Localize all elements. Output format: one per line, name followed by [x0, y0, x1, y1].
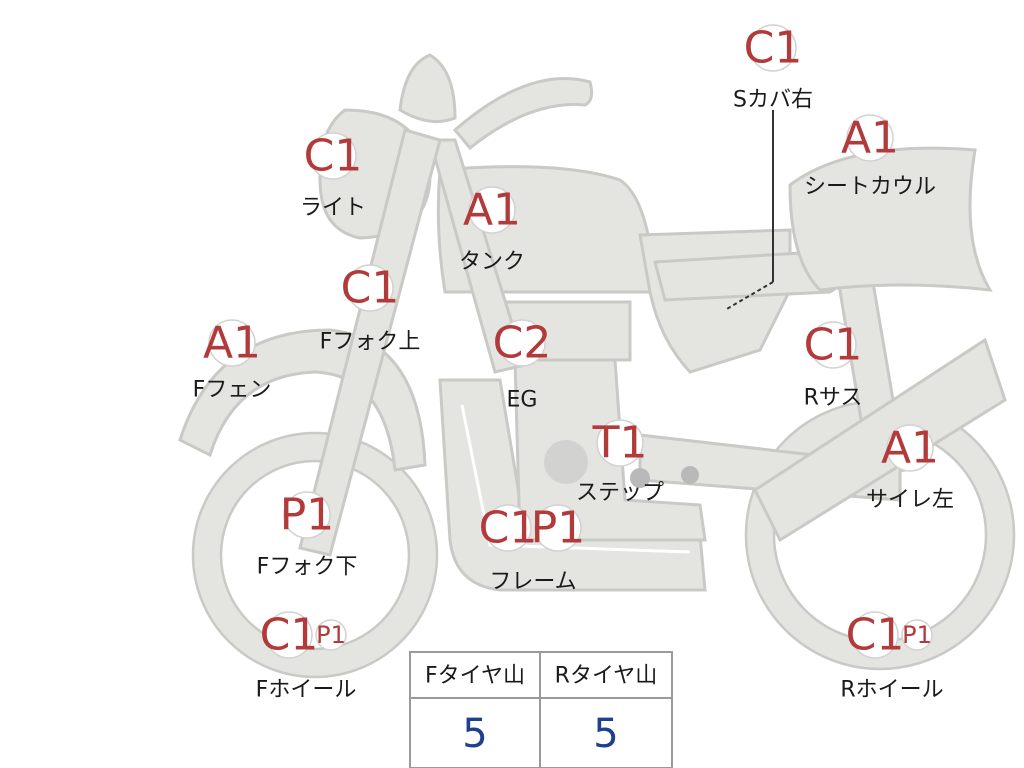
part-name: Fフォク上	[320, 330, 421, 355]
damage-code-badge	[484, 504, 532, 552]
front-tire-header: Fタイヤ山	[425, 664, 525, 689]
engine-cover-shape	[544, 440, 588, 484]
damage-code: P1	[316, 621, 346, 649]
damage-code: C1	[846, 610, 905, 661]
part-name: Fフォク下	[257, 555, 358, 580]
part-label-silencer-left: A1 サイレ左	[866, 423, 954, 513]
tire-tread-table: Fタイヤ山 Rタイヤ山 5 5	[409, 651, 673, 768]
damage-code: C1	[341, 263, 400, 314]
damage-code: A1	[841, 113, 899, 164]
part-name: Fホイール	[256, 678, 357, 703]
step-peg-shape-2	[681, 466, 699, 484]
damage-code-badge	[265, 611, 313, 659]
damage-code-badge	[534, 504, 582, 552]
damage-code: P1	[902, 621, 932, 649]
damage-code-badge	[283, 491, 331, 539]
damage-code-badge	[315, 619, 347, 651]
damage-code: C1	[260, 610, 319, 661]
leader-line-2	[724, 281, 774, 311]
damage-code-badge	[596, 419, 644, 467]
damage-code: C2	[493, 318, 552, 369]
mirror-shape	[398, 53, 457, 124]
damage-code: C1	[744, 23, 803, 74]
part-name: Rホイール	[840, 678, 943, 703]
handlebar-shape	[452, 77, 594, 151]
part-name: ライト	[300, 196, 366, 221]
front-tire-value: 5	[462, 711, 487, 757]
part-name: Rサス	[804, 386, 863, 411]
part-name: フレーム	[489, 570, 576, 595]
frame-loop-shape	[460, 404, 691, 554]
front-wheel-shape	[191, 431, 439, 679]
damage-code-badge	[851, 611, 899, 659]
damage-code-badge	[346, 264, 394, 312]
part-name: シートカウル	[804, 175, 936, 200]
front-fork-shape	[298, 128, 442, 557]
part-label-seat-cowl: A1 シートカウル	[804, 113, 936, 200]
step-peg-shape	[630, 468, 650, 488]
damage-code-badge	[809, 321, 857, 369]
damage-code-badge	[208, 319, 256, 367]
rear-tire-header: Rタイヤ山	[555, 664, 658, 689]
damage-code: A1	[881, 423, 939, 474]
silencer-shape	[753, 337, 1007, 543]
part-label-light: C1 ライト	[300, 131, 366, 221]
side-cover-shape	[638, 228, 792, 374]
damage-code: C1	[479, 503, 538, 554]
part-name: ステップ	[576, 481, 664, 506]
damage-code-badge	[309, 132, 357, 180]
part-label-tank: A1 タンク	[459, 185, 525, 275]
rear-tire-value: 5	[593, 711, 618, 757]
damage-code: P1	[280, 490, 335, 541]
damage-code: A1	[203, 318, 261, 369]
damage-code: A1	[463, 185, 521, 236]
part-name: Fフェン	[193, 378, 272, 403]
part-label-step: T1 ステップ	[576, 418, 664, 506]
damage-code: C1	[304, 131, 363, 182]
damage-code: C1	[804, 320, 863, 371]
damage-code-badge	[498, 319, 546, 367]
part-name: EG	[507, 388, 538, 413]
part-name: Sカバ右	[733, 88, 813, 113]
damage-code-badge	[886, 424, 934, 472]
damage-code-badge	[846, 114, 894, 162]
damage-code-badge	[749, 24, 797, 72]
damage-code-badge	[468, 186, 516, 234]
damage-code: P1	[531, 503, 586, 554]
seat-cowl-shape	[788, 146, 993, 292]
damage-code-badge	[901, 619, 933, 651]
part-name: タンク	[459, 250, 525, 275]
damage-code: T1	[592, 418, 648, 469]
part-name: サイレ左	[866, 488, 954, 513]
